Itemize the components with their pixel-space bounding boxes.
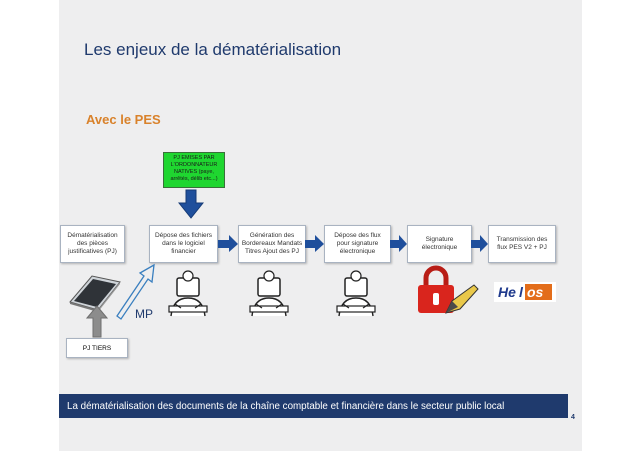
svg-text:He: He [498, 284, 516, 300]
person-at-computer-icon [336, 270, 376, 317]
green-note-box: PJ EMISES PAR L'ORDONNATEUR NATIVES (pay… [163, 152, 225, 188]
svg-text:l: l [519, 284, 524, 300]
slide-subtitle: Avec le PES [86, 112, 161, 127]
helios-logo: He l os [494, 282, 556, 302]
pen-icon [445, 284, 479, 314]
down-arrow-icon [178, 189, 204, 219]
flow-step-transmission: Transmission des flux PES V2 + PJ [488, 225, 556, 263]
footer-banner: La dématérialisation des documents de la… [59, 394, 568, 418]
flow-step-generation-bordereaux: Génération des Bordereaux Mandats Titres… [238, 225, 306, 263]
flow-step-dematerialisation: Dématérialisation des pièces justificati… [60, 225, 125, 263]
up-arrow-icon [86, 305, 108, 338]
right-arrow-icon [471, 235, 488, 252]
person-at-computer-icon [249, 270, 289, 317]
page-number: 4 [571, 414, 575, 421]
padlock-icon [418, 265, 454, 313]
pj-tiers-box: PJ TIERS [66, 338, 128, 358]
flow-step-signature: Signature électronique [407, 225, 472, 263]
mp-label: MP [135, 307, 153, 321]
person-at-computer-icon [168, 270, 208, 317]
right-arrow-icon [390, 235, 407, 252]
svg-text:os: os [527, 284, 544, 300]
right-arrow-icon [218, 235, 238, 252]
flow-step-depose-flux: Dépose des flux pour signature électroni… [324, 225, 391, 263]
diagonal-arrow-icon [116, 263, 155, 320]
slide-title: Les enjeux de la dématérialisation [84, 40, 342, 59]
right-arrow-icon [305, 235, 324, 252]
scanner-icon [69, 275, 121, 312]
flow-step-depose-fichiers: Dépose des fichiers dans le logiciel fin… [149, 225, 218, 263]
